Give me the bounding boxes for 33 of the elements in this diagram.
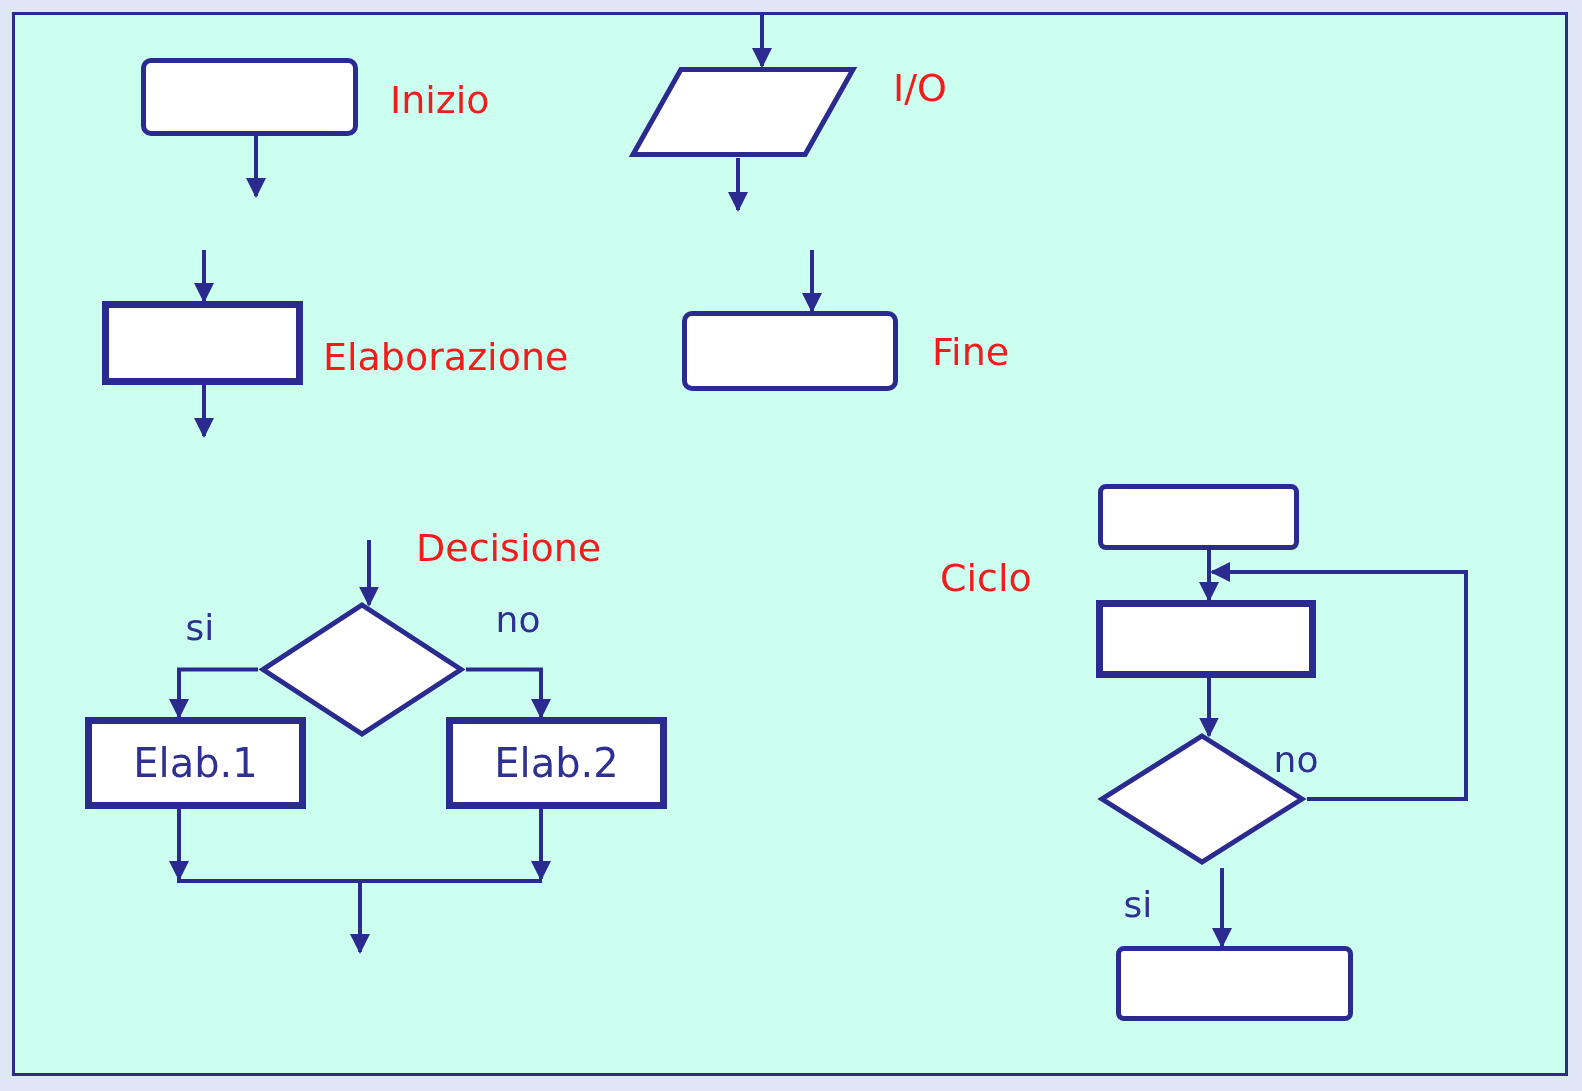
process-box (1096, 600, 1316, 678)
io-parallelogram (628, 66, 858, 158)
arrow (194, 385, 214, 438)
arrow (194, 250, 214, 303)
terminal-box (1116, 946, 1353, 1021)
arrow (752, 12, 772, 68)
process-box: Elab.1 (85, 717, 306, 809)
merge-bar (177, 879, 542, 883)
arrow (350, 883, 370, 954)
arrow (802, 250, 822, 313)
symbol-caption: Fine (932, 330, 1010, 374)
arrow (466, 667, 551, 719)
terminal-box (682, 311, 898, 391)
process-box (102, 301, 303, 385)
arrow (1210, 562, 1468, 801)
symbol-caption: Decisione (416, 526, 602, 570)
arrow (246, 136, 266, 198)
arrow (1199, 550, 1219, 602)
arrow (1199, 678, 1219, 738)
symbol-caption: Ciclo (940, 556, 1032, 600)
arrow (169, 809, 189, 881)
symbol-caption: Inizio (390, 78, 490, 122)
symbol-caption: I/O (893, 66, 947, 110)
arrow (728, 158, 748, 212)
arrow (1212, 868, 1232, 948)
decision-diamond (258, 600, 466, 739)
arrow (359, 540, 379, 607)
symbol-caption: Elaborazione (323, 335, 569, 379)
terminal-box (1098, 484, 1299, 550)
arrow (531, 809, 551, 881)
arrow (169, 667, 258, 719)
process-box: Elab.2 (446, 717, 667, 809)
terminal-box (141, 58, 358, 136)
